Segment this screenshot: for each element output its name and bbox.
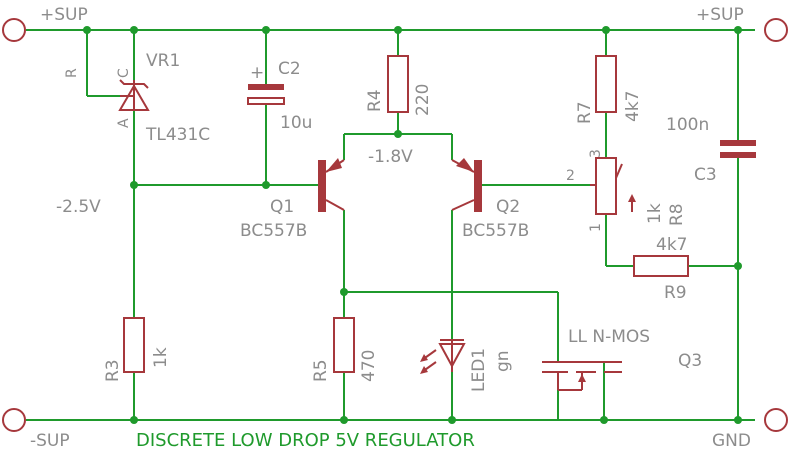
- r7-value: 4k7: [623, 91, 643, 122]
- r4-value: 220: [413, 84, 433, 116]
- led1-symbol: [420, 339, 466, 374]
- diagram-title: DISCRETE LOW DROP 5V REGULATOR: [136, 430, 475, 451]
- q2-symbol: [451, 158, 482, 212]
- terminals: [2, 18, 788, 432]
- r3-name: R3: [103, 359, 123, 382]
- r4-name: R4: [365, 89, 385, 112]
- led1-name: LED1: [469, 348, 489, 392]
- vr1-pin-r: R: [64, 68, 80, 78]
- node-ref-label: -2.5V: [56, 197, 101, 217]
- terminal-gnd: [764, 408, 788, 432]
- r8-name: R8: [667, 203, 687, 226]
- r9-value: 4k7: [656, 235, 687, 255]
- r7-name: R7: [575, 101, 595, 124]
- q3-symbol: [542, 361, 622, 391]
- r9-name: R9: [664, 283, 687, 303]
- junctions: [83, 26, 742, 424]
- q1-value: BC557B: [240, 221, 307, 241]
- terminal-sup-pos-left: [2, 18, 26, 42]
- r9-symbol: [633, 255, 689, 277]
- vr1-pin-a: A: [116, 118, 132, 128]
- c2-symbol: [247, 84, 285, 105]
- c2-name: C2: [278, 59, 301, 79]
- r5-name: R5: [311, 359, 331, 382]
- q3-name: Q3: [678, 351, 702, 371]
- q2-name: Q2: [496, 197, 520, 217]
- terminal-sup-neg: [2, 408, 26, 432]
- q1-symbol: [318, 158, 345, 212]
- r5-value: 470: [359, 350, 379, 382]
- c2-value: 10u: [280, 113, 312, 133]
- vr1-symbol: [118, 79, 150, 111]
- q3-value: LL N-MOS: [568, 327, 650, 347]
- r4-symbol: [387, 55, 409, 113]
- r5-symbol: [333, 317, 355, 373]
- c3-value: 100n: [666, 115, 709, 135]
- vr1-pin-c: C: [116, 68, 132, 78]
- r8-pin2: 2: [566, 168, 575, 184]
- sup-pos-right-label: +SUP: [696, 5, 744, 25]
- r8-symbol: [590, 157, 636, 215]
- q1-name: Q1: [270, 197, 294, 217]
- vr1-name: VR1: [146, 51, 180, 71]
- led1-value: gn: [493, 350, 513, 372]
- c2-polarity: +: [250, 63, 264, 83]
- r8-pin3: 3: [588, 149, 604, 158]
- r3-value: 1k: [151, 347, 171, 368]
- sup-neg-label: -SUP: [30, 431, 70, 451]
- sup-pos-left-label: +SUP: [40, 5, 88, 25]
- r8-value: 1k: [645, 203, 665, 224]
- node-mid-label: -1.8V: [368, 147, 413, 167]
- r8-pin1: 1: [588, 223, 604, 232]
- c3-symbol: [720, 140, 756, 158]
- c3-name: C3: [694, 165, 717, 185]
- r3-symbol: [123, 317, 145, 373]
- r7-symbol: [595, 55, 617, 113]
- terminal-sup-pos-right: [764, 18, 788, 42]
- q2-value: BC557B: [462, 221, 529, 241]
- vr1-value: TL431C: [145, 125, 210, 145]
- gnd-label: GND: [712, 431, 751, 451]
